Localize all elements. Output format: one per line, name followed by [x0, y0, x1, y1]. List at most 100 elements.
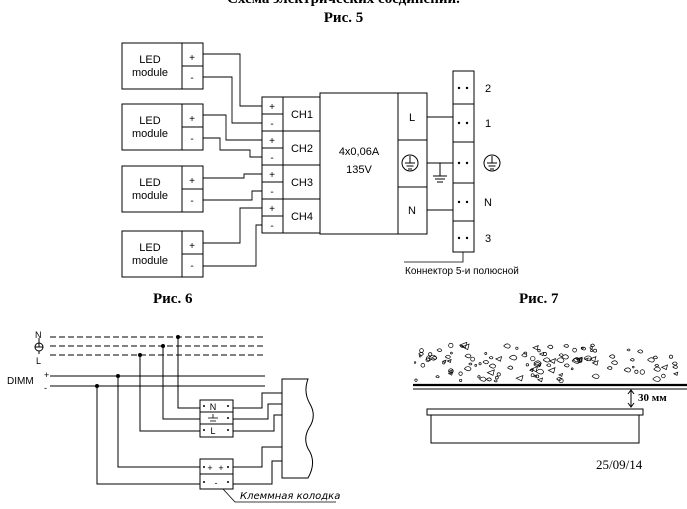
gravel-grain — [591, 373, 600, 379]
led-module-1-label-top: LED — [139, 54, 160, 66]
gravel-grain — [515, 374, 524, 382]
connector-pin-2: 2 — [485, 83, 491, 95]
gravel-grain — [535, 374, 540, 379]
gravel-grain — [672, 365, 678, 369]
channel-terminal-block — [261, 96, 321, 234]
led-module-4-label-top: LED — [139, 242, 160, 254]
gravel-grain — [450, 351, 453, 355]
driver-output-L: L — [409, 112, 415, 124]
gravel-grain — [537, 377, 544, 383]
gravel-grain — [474, 364, 478, 367]
gravel-grain — [653, 366, 661, 372]
connector-pin-1: 1 — [485, 118, 491, 130]
figure-6 — [34, 335, 336, 503]
gravel-grain — [639, 369, 645, 375]
page-heading: Схема электрических соединений. — [0, 0, 687, 8]
gravel-grain — [488, 356, 494, 360]
gravel-grain — [571, 358, 581, 364]
driver-rating-voltage: 135V — [346, 164, 372, 176]
gravel-grain — [470, 356, 475, 362]
led-wires — [203, 53, 262, 267]
gravel-grain — [532, 345, 539, 351]
gravel-grain — [611, 360, 618, 366]
gravel-grain — [535, 368, 545, 375]
gravel-grain — [606, 366, 613, 370]
gravel-grain — [533, 362, 542, 368]
gravel-grain — [493, 379, 498, 383]
gravel-grain — [590, 343, 595, 347]
gravel-grain — [477, 375, 481, 379]
led-module-3-label-top: LED — [139, 177, 160, 189]
gravel-grain — [418, 354, 422, 358]
gravel-grain — [629, 358, 635, 362]
gravel-grain — [448, 369, 453, 373]
gravel-grain — [521, 353, 528, 358]
gravel-grain — [425, 357, 430, 363]
dimm-plus: + — [44, 370, 49, 380]
gravel-grain — [484, 352, 488, 355]
gravel-grain — [529, 368, 534, 373]
gravel-grain — [464, 366, 472, 372]
gravel-grain — [488, 363, 497, 369]
gravel-grain — [414, 378, 418, 382]
gravel-grain — [590, 349, 593, 352]
gravel-grain — [444, 354, 451, 359]
gravel-grain — [652, 355, 658, 360]
line-label-L: L — [36, 356, 41, 366]
gravel-grain — [626, 348, 631, 352]
ch2-minus: - — [270, 153, 273, 164]
gravel-grain — [509, 354, 518, 361]
gravel-grain — [563, 343, 569, 348]
gap-dimension: 30 мм — [638, 392, 667, 404]
gravel-grain — [578, 357, 583, 361]
ch1-minus: - — [270, 119, 273, 130]
terminal-screws — [203, 405, 229, 483]
gravel-grain — [661, 373, 666, 379]
gravel-grain — [547, 367, 556, 374]
gravel-grain — [525, 363, 529, 367]
led-module-4 — [121, 230, 204, 278]
gravel-grain — [494, 356, 503, 362]
gravel-grain — [547, 344, 554, 349]
led-module-1-label-bottom: module — [132, 67, 168, 79]
gravel-grain — [537, 348, 541, 353]
gravel-grain — [486, 377, 492, 382]
date-stamp: 25/09/14 — [596, 457, 643, 472]
gravel-grain — [479, 376, 487, 382]
gravel-grain — [669, 354, 673, 359]
gravel-grain — [548, 358, 556, 364]
gravel-grain — [458, 341, 468, 349]
gravel-grain — [609, 354, 616, 359]
gravel-grain — [418, 351, 424, 356]
gravel-grain — [534, 374, 537, 378]
gravel-grain — [459, 378, 463, 383]
led-4-plus: + — [189, 241, 195, 252]
gravel-grain — [556, 377, 562, 381]
led-4-minus: - — [190, 261, 193, 272]
led-2-plus: + — [189, 114, 195, 125]
gravel-grain — [577, 357, 583, 364]
gravel-grain — [486, 369, 495, 376]
led-module-3-label-bottom: module — [132, 190, 168, 202]
gravel-grain — [441, 359, 447, 364]
five-pole-connector — [452, 70, 475, 253]
gravel-grain — [420, 363, 426, 368]
figure-7-label: Рис. 7 — [519, 291, 559, 307]
led-module-3 — [121, 165, 204, 213]
gravel-grain — [591, 360, 599, 366]
line-label-dimm: DIMM — [7, 376, 34, 387]
gravel-grain — [436, 348, 443, 353]
gravel-grain — [413, 361, 417, 364]
gravel-grain — [632, 365, 635, 369]
gravel-grain — [558, 353, 564, 357]
gravel-grain — [654, 363, 659, 368]
gravel-grain — [503, 343, 511, 349]
led-1-minus: - — [190, 73, 193, 84]
led-2-minus: - — [190, 134, 193, 145]
dimm-minus: - — [44, 383, 47, 393]
led-1-plus: + — [189, 53, 195, 64]
gravel-grain — [495, 375, 499, 380]
driver-output-N: N — [408, 205, 416, 217]
